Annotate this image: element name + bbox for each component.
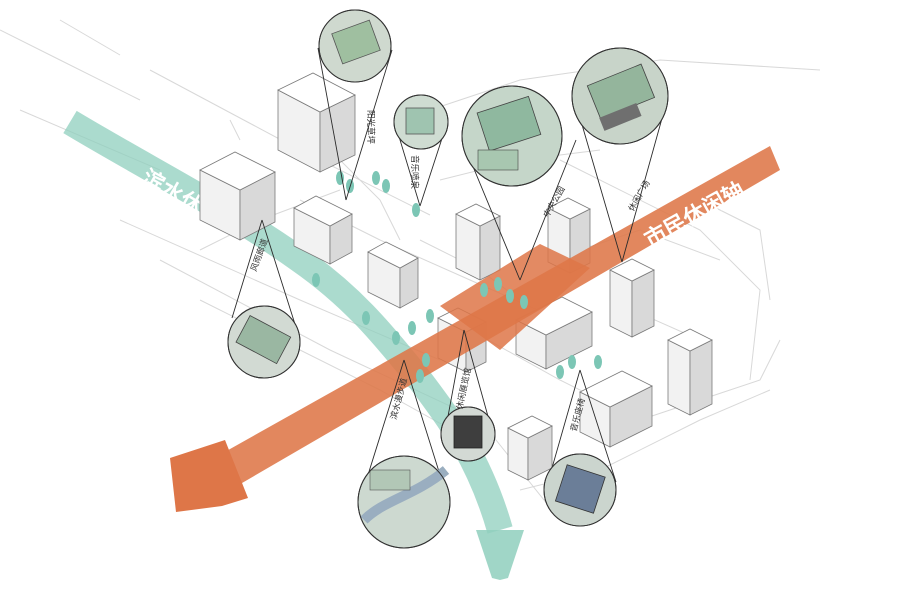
building-c — [293, 195, 353, 265]
building-d — [367, 241, 419, 309]
building-k — [579, 370, 653, 448]
building-e — [455, 203, 501, 281]
trees — [312, 171, 602, 383]
buildings — [199, 72, 713, 481]
callout-label-leisure-plaza: 休闲广场 — [626, 179, 653, 214]
callout-waterfront-walk: 滨水漫步道 — [357, 359, 451, 549]
tree-cluster-south — [556, 355, 602, 379]
callout-music-fountain: 音乐喷泉 — [393, 94, 449, 207]
building-b — [277, 72, 356, 173]
tree-cluster-north — [336, 171, 420, 217]
tree-cluster-waterfront — [312, 273, 430, 383]
tree-cluster-central — [426, 277, 528, 323]
callout-label-leisure-stage: 休闲展览馆 — [454, 367, 474, 411]
callout-label-music-fountain: 音乐喷泉 — [409, 155, 420, 190]
waterfront-arrowhead — [476, 530, 524, 580]
civic-arrowhead — [170, 440, 248, 512]
building-g — [609, 258, 655, 338]
building-i — [515, 296, 593, 370]
callout-music-bench: 音乐座椅 — [543, 369, 617, 527]
building-l — [507, 415, 553, 481]
building-a — [199, 151, 276, 241]
building-j — [667, 328, 713, 416]
callouts: 阳光草坪 音乐喷泉 中央公园 休闲广场 — [227, 9, 669, 549]
civic-band — [214, 146, 780, 490]
callout-label-sunny-lawn: 阳光草坪 — [365, 110, 376, 145]
callout-sunny-lawn: 阳光草坪 — [317, 9, 393, 201]
civic-axis: 市民休闲轴 — [170, 146, 780, 512]
